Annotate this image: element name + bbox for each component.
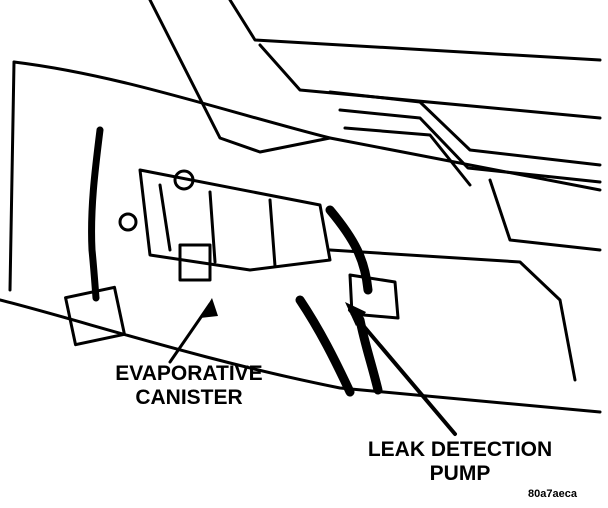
leak-detection-pump-label-line2: PUMP <box>429 462 491 486</box>
leak-pump-leader <box>348 308 457 436</box>
vent-hose <box>325 205 373 295</box>
pump-hose-2 <box>355 315 383 395</box>
pump-hose <box>295 295 355 397</box>
leak-detection-pump-body <box>348 273 400 320</box>
harness-connector <box>64 285 126 347</box>
evaporative-canister-label-line2: CANISTER <box>135 386 243 410</box>
leak-detection-pump-label-line1: LEAK DETECTION <box>367 438 553 461</box>
figure-reference-id: 80a7aeca <box>528 488 577 500</box>
canister-arrowhead <box>200 298 218 318</box>
right-panel <box>328 248 577 382</box>
panel-lower-edge <box>0 298 602 414</box>
fuel-line-3 <box>343 126 472 187</box>
underbody-panel <box>12 60 602 192</box>
canister-body <box>138 168 332 272</box>
wiring-harness <box>88 126 104 302</box>
bolt-2 <box>118 212 138 232</box>
frame-rail-2 <box>228 0 602 62</box>
evaporative-canister-label-line1: EVAPORATIVE <box>115 362 263 385</box>
canister-bracket <box>158 183 277 268</box>
fuel-line-1 <box>328 90 602 167</box>
frame-rail <box>148 0 332 154</box>
canister-tab <box>178 243 212 282</box>
bolt-1 <box>173 169 195 191</box>
frame-rail-3 <box>258 43 602 120</box>
fuel-line-2 <box>338 108 602 184</box>
right-bracket <box>488 178 602 252</box>
leak-detection-pump-label: LEAK DETECTION PUMP <box>350 438 570 486</box>
evaporative-canister-label: EVAPORATIVE CANISTER <box>104 362 274 410</box>
leak-pump-arrowhead <box>345 302 366 326</box>
panel-left-edge <box>8 60 16 292</box>
